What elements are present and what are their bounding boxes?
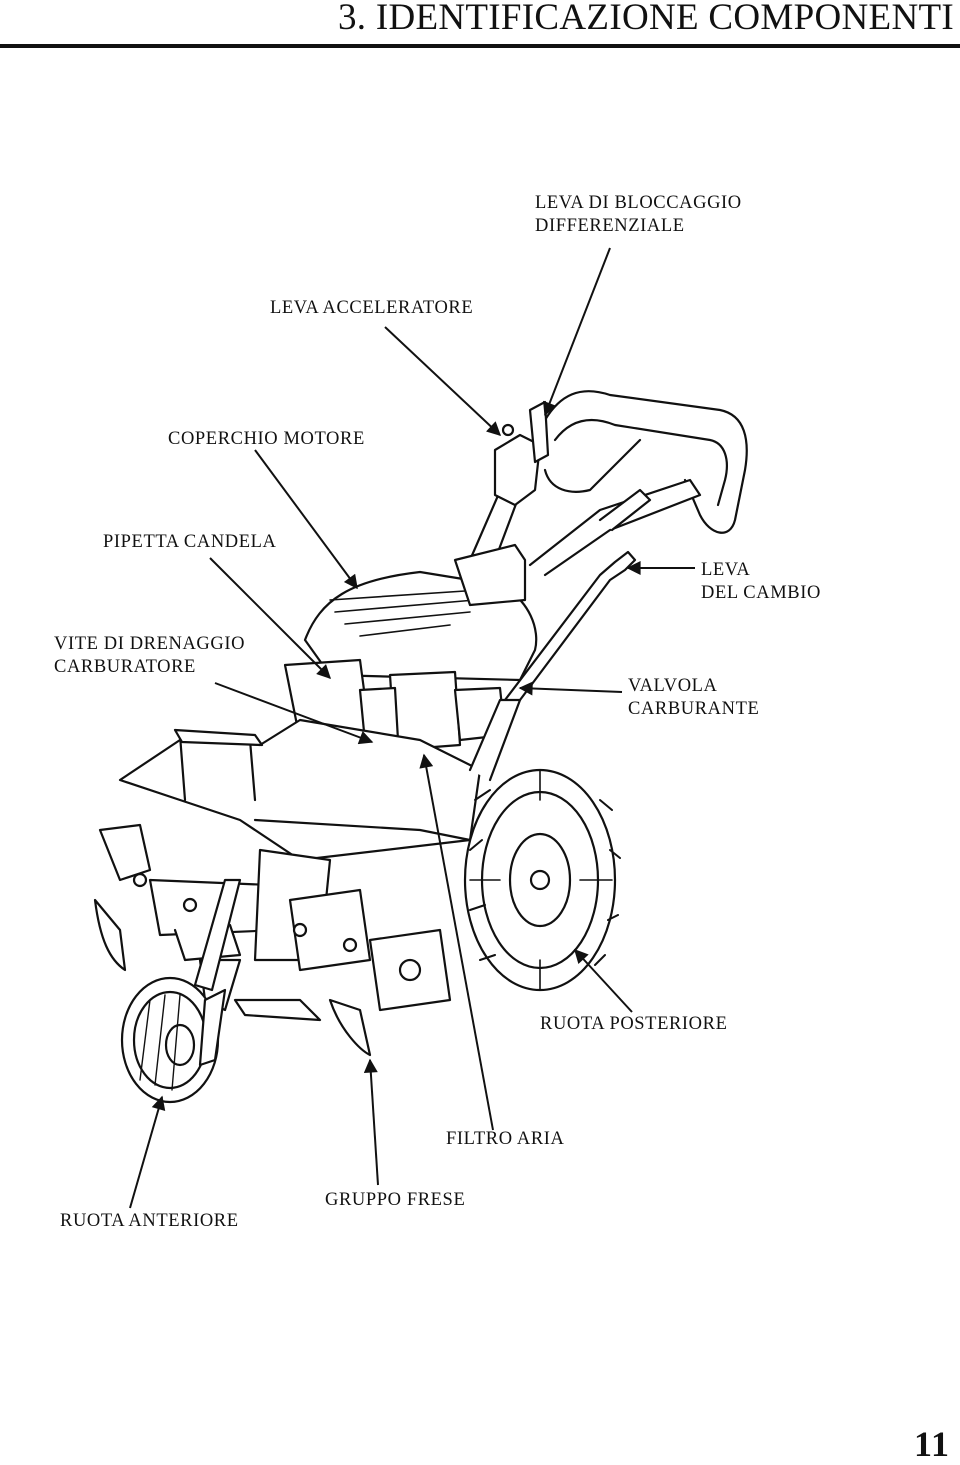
label-fuel-valve: VALVOLA CARBURANTE xyxy=(628,676,760,719)
page-number: 11 xyxy=(913,1424,950,1464)
label-spark-plug-cap: PIPETTA CANDELA xyxy=(103,532,277,552)
label-differential-lock: LEVA DI BLOCCAGGIO DIFFERENZIALE xyxy=(535,193,742,236)
leader-engine-cover xyxy=(254,449,358,590)
label-tiller-unit: GRUPPO FRESE xyxy=(325,1190,466,1210)
label-rear-wheel: RUOTA POSTERIORE xyxy=(540,1014,728,1034)
leader-air-filter xyxy=(419,753,494,1131)
leader-front-wheel xyxy=(129,1095,166,1209)
label-engine-cover: COPERCHIO MOTORE xyxy=(168,429,365,449)
leader-throttle xyxy=(384,326,502,436)
label-throttle: LEVA ACCELERATORE xyxy=(270,298,474,318)
label-gear-lever: LEVA DEL CAMBIO xyxy=(701,560,821,603)
label-air-filter: FILTRO ARIA xyxy=(446,1129,565,1149)
tiller-machine xyxy=(93,390,748,1104)
leader-fuel-valve xyxy=(518,681,623,696)
label-drain-screw: VITE DI DRENAGGIO CARBURATORE xyxy=(54,634,246,677)
leader-spark-plug-cap xyxy=(209,557,331,679)
leader-differential-lock xyxy=(543,247,611,417)
leader-rear-wheel xyxy=(574,948,633,1013)
label-front-wheel: RUOTA ANTERIORE xyxy=(60,1211,239,1231)
title-rule xyxy=(0,44,960,48)
leader-tiller-unit xyxy=(363,1058,379,1186)
leader-drain-screw xyxy=(214,682,374,745)
page-title: 3. IDENTIFICAZIONE COMPONENTI xyxy=(337,0,954,38)
leader-lines xyxy=(129,247,695,1209)
